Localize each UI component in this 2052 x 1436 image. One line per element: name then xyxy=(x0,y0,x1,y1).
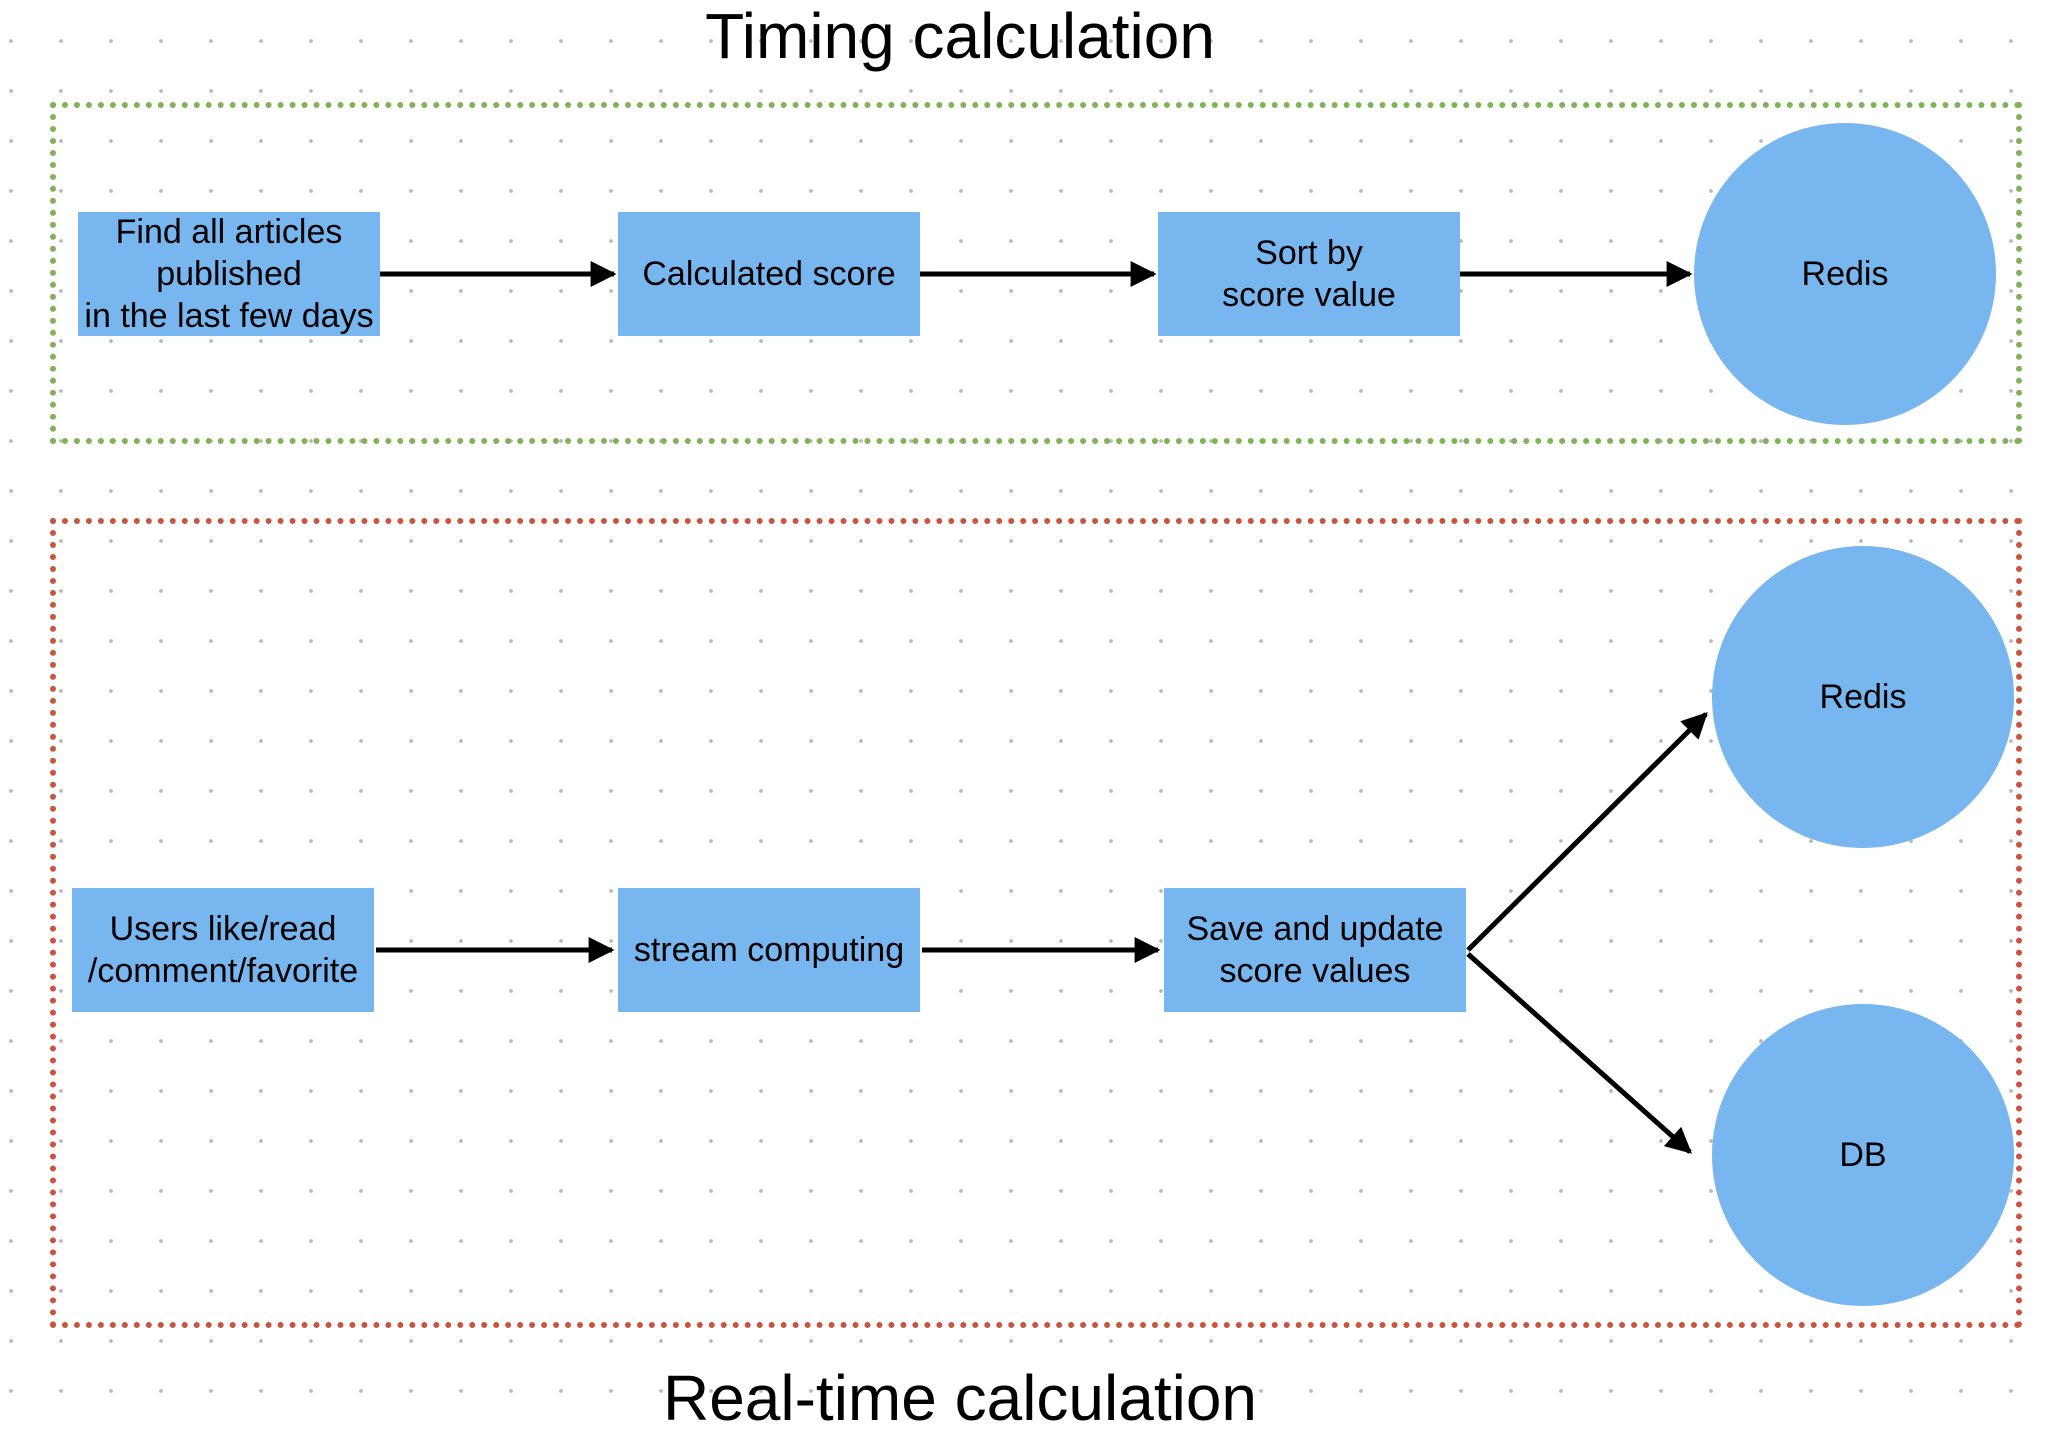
calculated-score-node: Calculated score xyxy=(618,212,920,336)
edge-save-to-redis xyxy=(1466,712,1708,952)
edge-save-to-db xyxy=(1466,952,1692,1154)
sort-by-score-node: Sort by score value xyxy=(1158,212,1460,336)
realtime-redis-node: Redis xyxy=(1712,546,2014,848)
find-articles-node: Find all articles published in the last … xyxy=(78,212,380,336)
timing-calculation-title: Timing calculation xyxy=(705,0,1215,72)
db-node: DB xyxy=(1712,1004,2014,1306)
save-update-node: Save and update score values xyxy=(1164,888,1466,1012)
realtime-calculation-group xyxy=(50,518,2022,1328)
stream-computing-node: stream computing xyxy=(618,888,920,1012)
realtime-calculation-title: Real-time calculation xyxy=(662,1362,1258,1434)
user-actions-node: Users like/read /comment/favorite xyxy=(72,888,374,1012)
timing-calculation-group xyxy=(50,102,2022,444)
timing-redis-node: Redis xyxy=(1694,123,1996,425)
